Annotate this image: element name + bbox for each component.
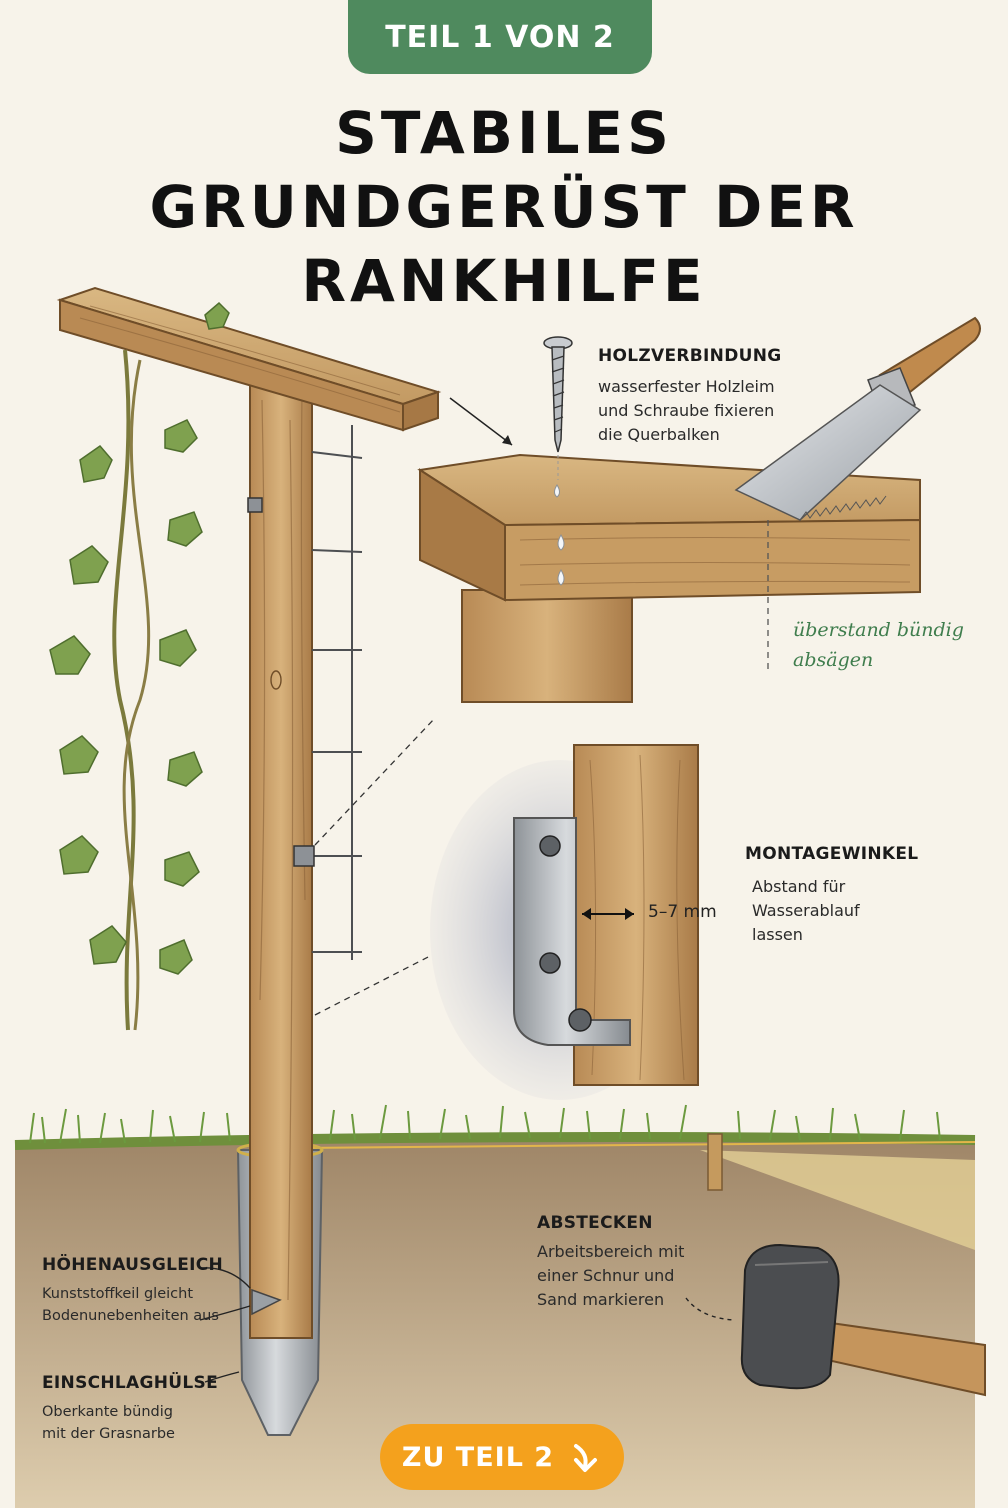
holzverbindung-text: wasserfester Holzleim und Schraube fixie…: [598, 377, 775, 444]
arrow-down-icon: [574, 1444, 598, 1472]
screw-icon: [543, 336, 573, 453]
saw-icon: [734, 316, 981, 521]
montagewinkel-heading: MONTAGEWINKEL: [745, 844, 919, 864]
holzverbindung-heading: HOLZVERBINDUNG: [598, 346, 782, 366]
hoehenausgleich-text: Kunststoffkeil gleicht Bodenunebenheiten…: [42, 1286, 219, 1324]
mounting-bracket-detail: [430, 744, 699, 1100]
page-title: STABILES GRUNDGERÜST DER RANKHILFE: [0, 96, 1008, 318]
title-line-3: RANKHILFE: [301, 247, 707, 315]
einschlaghuelse-heading: EINSCHLAGHÜLSE: [42, 1373, 218, 1393]
pointer-arrows: [199, 1267, 735, 1383]
title-line-2: GRUNDGERÜST DER: [149, 173, 859, 241]
hoehenausgleich-heading: HÖHENAUSGLEICH: [42, 1255, 224, 1275]
next-part-label: ZU TEIL 2: [401, 1441, 555, 1473]
crossbeam: [56, 286, 442, 432]
climbing-plant: [49, 301, 230, 1031]
hammer-icon: [740, 1243, 986, 1397]
saw-note: überstand bündig absägen: [793, 619, 964, 671]
einschlaghuelse-text: Oberkante bündig mit der Grasnarbe: [42, 1404, 175, 1442]
abstecken-text: Arbeitsbereich mit einer Schnur und Sand…: [537, 1242, 685, 1309]
next-part-button[interactable]: ZU TEIL 2: [380, 1424, 624, 1490]
wire-trellis: [247, 425, 363, 960]
abstecken-heading: ABSTECKEN: [537, 1213, 653, 1233]
marking-stake: [707, 1133, 723, 1191]
detail-connectors: [314, 717, 436, 1016]
gap-measurement: 5–7 mm: [648, 902, 717, 922]
part-indicator-badge: TEIL 1 VON 2: [348, 0, 652, 74]
plastic-wedge: [251, 1288, 282, 1316]
montagewinkel-text: Abstand für Wasserablauf lassen: [752, 877, 860, 944]
title-line-1: STABILES: [335, 99, 673, 167]
